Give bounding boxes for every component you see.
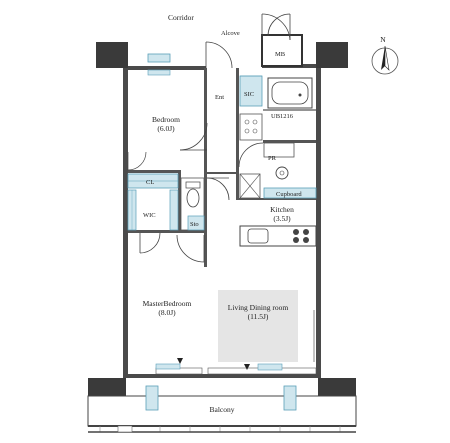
structural-walls xyxy=(88,34,356,396)
kitchen-size: (3.5J) xyxy=(273,214,291,223)
pr-label: PR xyxy=(268,155,277,162)
bedroom-door xyxy=(179,122,208,151)
cupboard-label: Cupboard xyxy=(276,191,302,198)
north-compass-icon: N xyxy=(371,35,399,75)
kitchen-counter xyxy=(239,225,317,247)
refrigerator xyxy=(239,173,261,199)
master-bedroom-door xyxy=(139,232,205,263)
corridor-label: Corridor xyxy=(168,13,194,22)
ub-label: UB1216 xyxy=(271,113,294,120)
alcove-label: Alcove xyxy=(221,30,240,37)
mb-label: MB xyxy=(275,51,286,58)
living-dining-label: Living Dining room xyxy=(228,303,289,312)
entrance-door xyxy=(205,13,291,69)
washing-machine-pan xyxy=(239,113,263,141)
compass-north-label: N xyxy=(380,35,386,44)
wic-label: WIC xyxy=(143,212,156,219)
sto-box xyxy=(187,215,205,231)
sto-label: Sto xyxy=(190,221,199,228)
balcony-area xyxy=(87,385,357,433)
bedroom-label: Bedroom xyxy=(152,115,180,124)
living-dining-size: (11.5J) xyxy=(248,312,269,321)
bottom-windows xyxy=(155,358,317,375)
ac-unit-bedroom xyxy=(147,53,171,63)
sic-label: SIC xyxy=(244,91,254,98)
living-dining-floor xyxy=(218,290,298,362)
cupboard xyxy=(263,187,317,199)
ent-label: Ent xyxy=(215,94,224,101)
balcony-label: Balcony xyxy=(210,405,235,414)
kitchen-label: Kitchen xyxy=(270,205,294,214)
cl-label: CL xyxy=(146,179,154,186)
master-bedroom-size: (8.0J) xyxy=(158,308,176,317)
master-bedroom-label: MasterBedroom xyxy=(143,299,192,308)
bathtub xyxy=(267,77,313,109)
washbasin xyxy=(263,142,295,180)
bedroom-size: (6.0J) xyxy=(157,124,175,133)
